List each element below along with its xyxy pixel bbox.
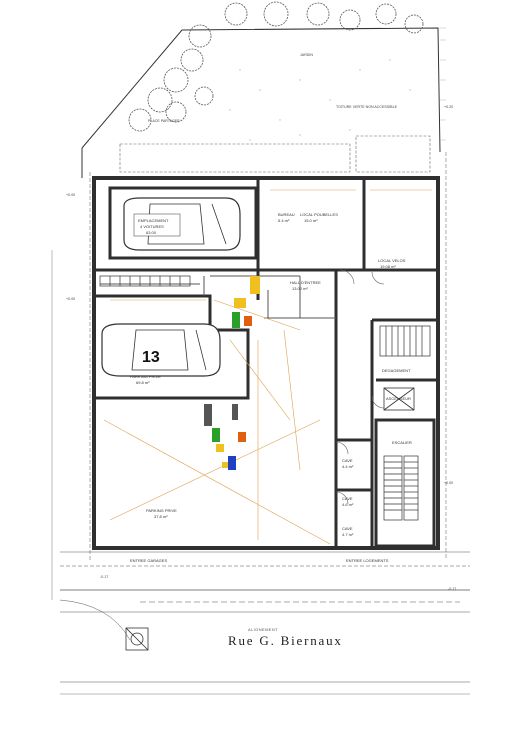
- room-poubelles-name: LOCAL POUBELLES: [300, 212, 338, 217]
- stair-treads: [99, 275, 431, 521]
- door-swings: [335, 269, 385, 505]
- tree: [224, 2, 248, 26]
- level-mark: +0.00: [66, 193, 75, 197]
- site-hatch: [438, 27, 446, 141]
- room-cave2-name: CAVE: [342, 496, 353, 501]
- room-cave3-name: CAVE: [342, 526, 353, 531]
- room-cave2-area: 4.6 m²: [342, 502, 354, 507]
- meter-green: [232, 312, 240, 328]
- room-cave1-name: CAVE: [342, 458, 353, 463]
- tree: [163, 67, 189, 93]
- service-lines: [103, 189, 432, 545]
- tree: [194, 86, 214, 106]
- building-outer-walls: [92, 176, 440, 550]
- entry-pedestrians: ENTREE LOGEMENTS: [346, 558, 389, 563]
- garage-area: 37.8 m²: [154, 514, 168, 519]
- car-bottom: [101, 323, 221, 377]
- street-lines: [51, 152, 470, 695]
- room-ascenseur-name: ASCENSEUR: [386, 396, 411, 401]
- garden-trees: [128, 1, 424, 132]
- parking-a-area: 63.00: [146, 230, 157, 235]
- room-bureau-name: BUREAU: [278, 212, 295, 217]
- street-alignment-label: ALIGNEMENT: [248, 627, 279, 632]
- meter-yellow: [250, 276, 260, 294]
- parking-b-number: 13: [142, 349, 160, 366]
- room-velos-area: 19.08 m²: [380, 264, 396, 269]
- room-degagement-name: DEGAGEMENT: [382, 368, 411, 373]
- entry-cars: ENTREE GARAGES: [130, 558, 167, 563]
- tree: [306, 2, 330, 26]
- parking-b-title: PARKING PRIVE: [130, 374, 161, 379]
- room-escalier-name: ESCALIER: [392, 440, 412, 445]
- garden-label-right: TOITURE VERTE NON ACCESSIBLE: [336, 105, 398, 109]
- tree: [339, 9, 361, 31]
- garden-label-top: JARDIN: [300, 53, 313, 57]
- meter-yellow: [222, 462, 228, 468]
- room-hall-name: HALL D'ENTREE: [290, 280, 321, 285]
- tree: [375, 3, 397, 25]
- garage-title: PARKING PRIVE: [146, 508, 177, 513]
- interior-walls: [94, 178, 438, 548]
- tree: [404, 14, 424, 34]
- level-mark: +0.00: [444, 481, 453, 485]
- room-cave3-area: 4.7 m²: [342, 532, 354, 537]
- room-hall-area: 13.00 m²: [292, 286, 308, 291]
- tree: [180, 48, 204, 72]
- equipment-dark: [204, 404, 212, 426]
- equipment-dark: [232, 404, 238, 420]
- room-velos-name: LOCAL VELOS: [378, 258, 406, 263]
- tree: [165, 101, 187, 123]
- elevator: [383, 387, 415, 411]
- level-mark: +0.20: [444, 105, 453, 109]
- level-mark: -0.17: [448, 587, 456, 591]
- level-mark: -0.17: [100, 575, 108, 579]
- terrace-outlines: [119, 135, 431, 173]
- car-top: [123, 197, 241, 251]
- meter-blue: [228, 456, 236, 470]
- meter-yellow: [234, 298, 246, 308]
- meter-green: [212, 428, 220, 442]
- manhole: [125, 627, 149, 651]
- tree: [188, 24, 212, 48]
- meter-orange: [244, 316, 252, 326]
- garden-dots: [229, 59, 411, 141]
- tree: [128, 108, 152, 132]
- parking-a-title: EMPLACEMENT: [138, 218, 169, 223]
- parking-b-area: 69.8 m²: [136, 380, 150, 385]
- site-boundary: [81, 27, 441, 178]
- street-name: Rue G. Biernaux: [228, 633, 343, 648]
- parking-a-label-box: [133, 213, 181, 237]
- parking-a-subtitle: 4 VOITURES: [140, 224, 164, 229]
- tree: [263, 1, 289, 27]
- level-mark: +0.00: [66, 297, 75, 301]
- tree: [147, 87, 173, 113]
- meter-yellow: [216, 444, 224, 452]
- room-cave1-area: 4.4 m²: [342, 464, 354, 469]
- room-bureau-area: 5.4 m²: [278, 218, 290, 223]
- garden-label-left: PLACE PARTAGEE: [148, 119, 180, 123]
- equipment-blocks: [204, 276, 260, 470]
- room-poubelles-area: 15.0 m²: [304, 218, 318, 223]
- meter-orange: [238, 432, 246, 442]
